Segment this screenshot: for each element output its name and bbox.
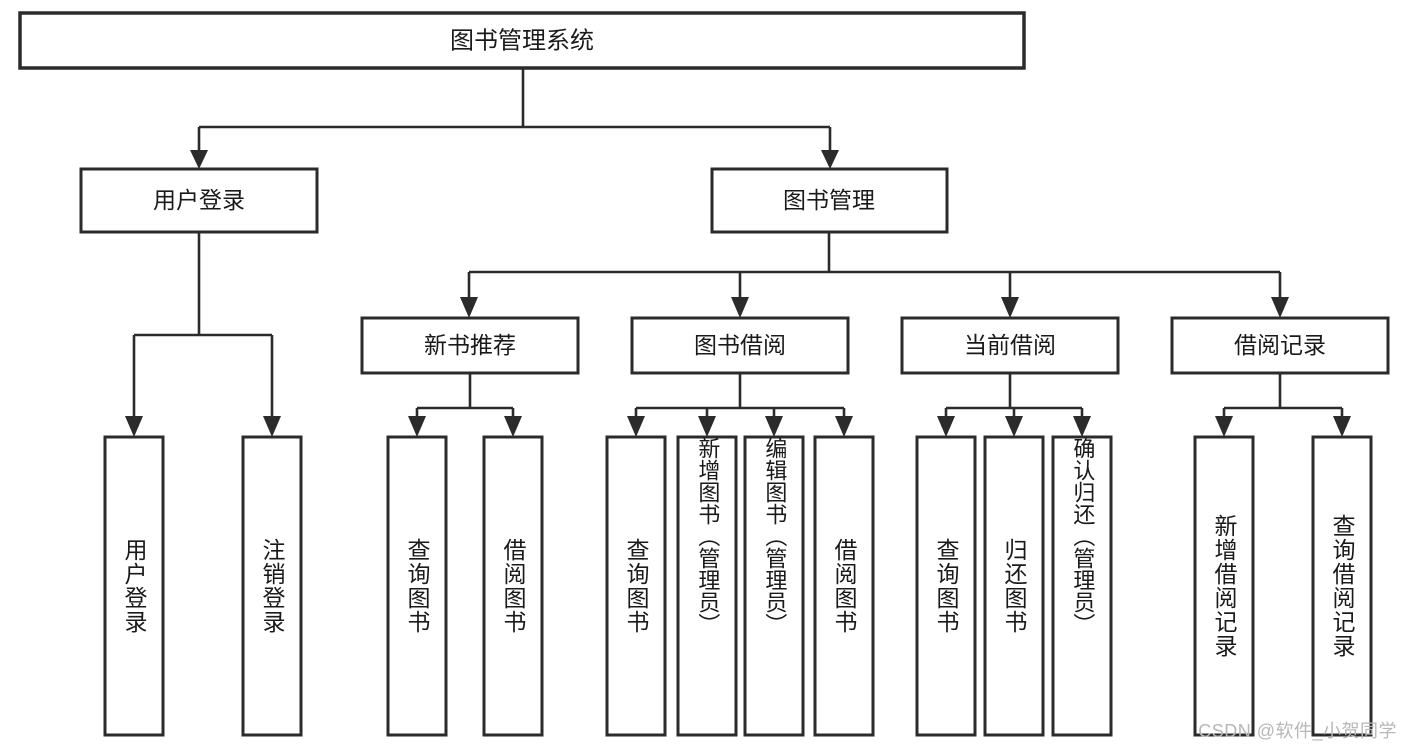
node-book-borrow-label: 图书借阅 [694,332,786,358]
node-root-box[interactable] [18,11,1026,70]
connector-borrow-record-to-leaves [1215,373,1351,437]
connector-root-to-level2 [190,68,839,169]
node-current-borrow-label: 当前借阅 [964,332,1056,358]
arrow-head-icon [835,416,853,437]
arrow-head-icon [408,416,426,437]
arrow-head-icon [504,416,522,437]
node-user-login-box[interactable] [79,167,319,234]
leaf-box-add-book-admin[interactable] [676,435,738,737]
csdn-watermark: CSDN @软件_小贺同学 [1198,721,1397,741]
leaf-box-logout[interactable] [241,435,303,737]
arrow-head-icon [731,297,749,318]
connector-book-management-to-level3 [460,232,1289,318]
node-root[interactable]: 图书管理系统 [18,11,1026,70]
leaf-box-query-borrow-record[interactable] [1311,435,1373,737]
arrow-head-icon [1271,297,1289,318]
arrow-head-icon [1001,297,1019,318]
node-book-borrow[interactable]: 图书借阅 [630,316,850,375]
connector-current-borrow-to-leaves [937,373,1091,437]
arrow-head-icon [627,416,645,437]
connector-user-login-to-leaves [125,232,281,437]
leaf-box-add-borrow-record[interactable] [1193,435,1255,737]
arrow-head-icon [460,297,478,318]
arrow-head-icon [937,416,955,437]
arrow-head-icon [190,150,208,169]
arrow-head-icon [1215,416,1233,437]
connector-new-book-recommend-to-leaves [408,373,522,437]
arrow-head-icon [765,416,783,437]
node-current-borrow-box[interactable] [900,316,1120,375]
node-new-book-recommend-label: 新书推荐 [424,332,516,358]
node-borrow-record-label: 借阅记录 [1234,332,1326,358]
leaf-box-query-book-borrow[interactable] [605,435,667,737]
node-book-management[interactable]: 图书管理 [710,167,949,234]
arrow-head-icon [1333,416,1351,437]
node-new-book-recommend-box[interactable] [360,316,580,375]
leaf-box-query-book-recommend[interactable] [386,435,448,737]
arrow-head-icon [821,150,839,169]
arrow-head-icon [263,416,281,437]
leaf-boxes [103,435,1373,737]
connector-book-borrow-to-leaves [627,373,853,437]
leaf-box-edit-book-admin[interactable] [743,435,805,737]
node-user-login[interactable]: 用户登录 [79,167,319,234]
node-book-management-label: 图书管理 [783,187,875,213]
node-user-login-label: 用户登录 [153,187,245,213]
leaf-box-user-login[interactable] [103,435,165,737]
node-new-book-recommend[interactable]: 新书推荐 [360,316,580,375]
leaf-box-query-book-current[interactable] [915,435,977,737]
node-borrow-record[interactable]: 借阅记录 [1170,316,1390,375]
arrow-head-icon [698,416,716,437]
node-root-label: 图书管理系统 [450,27,594,54]
node-current-borrow[interactable]: 当前借阅 [900,316,1120,375]
leaf-box-borrow-book-recommend[interactable] [482,435,544,737]
leaf-box-return-book[interactable] [983,435,1045,737]
leaf-box-borrow-book[interactable] [813,435,875,737]
arrow-head-icon [125,416,143,437]
leaf-box-confirm-return-admin[interactable] [1051,435,1113,737]
arrow-head-icon [1005,416,1023,437]
arrow-head-icon [1073,416,1091,437]
